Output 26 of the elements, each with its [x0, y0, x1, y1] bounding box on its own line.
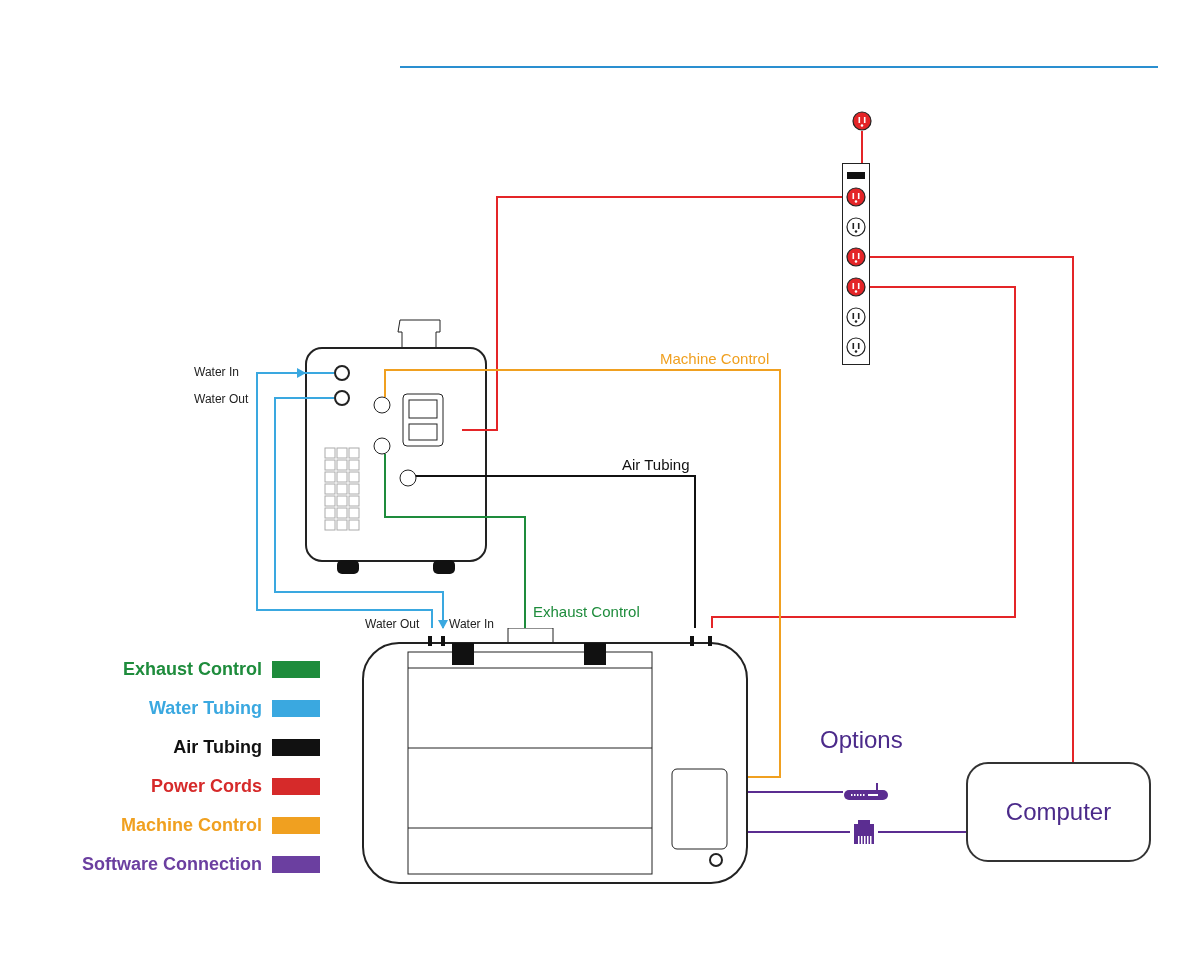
legend-label: Air Tubing	[173, 735, 262, 759]
port-label: Water Out	[194, 393, 249, 405]
cable-line	[486, 196, 843, 431]
cable-line	[486, 475, 696, 629]
edge-label: Air Tubing	[622, 456, 690, 475]
cable-line	[869, 256, 1074, 763]
port-label: Water In	[194, 366, 239, 378]
cable-line	[486, 516, 526, 629]
port-label: Water Out	[365, 618, 420, 630]
water-tube-arrow	[274, 397, 448, 629]
port-label: Water In	[449, 618, 494, 630]
options-label: Options	[820, 725, 903, 755]
water-tube-arrow	[256, 368, 433, 629]
legend-label: Power Cords	[150, 774, 262, 798]
cable-line	[747, 791, 844, 793]
cable-line	[486, 369, 781, 778]
legend-label: Water Tubing	[149, 696, 262, 720]
cable-line	[861, 130, 863, 164]
legend-label: Machine Control	[121, 813, 262, 837]
computer-box	[966, 762, 1151, 862]
cable-line	[747, 831, 851, 833]
cable-line	[711, 286, 1016, 629]
node-label: Computer	[1005, 797, 1112, 827]
legend-label: Exhaust Control	[123, 657, 262, 681]
legend-label: Software Connection	[82, 852, 262, 876]
cable-line	[877, 831, 967, 833]
